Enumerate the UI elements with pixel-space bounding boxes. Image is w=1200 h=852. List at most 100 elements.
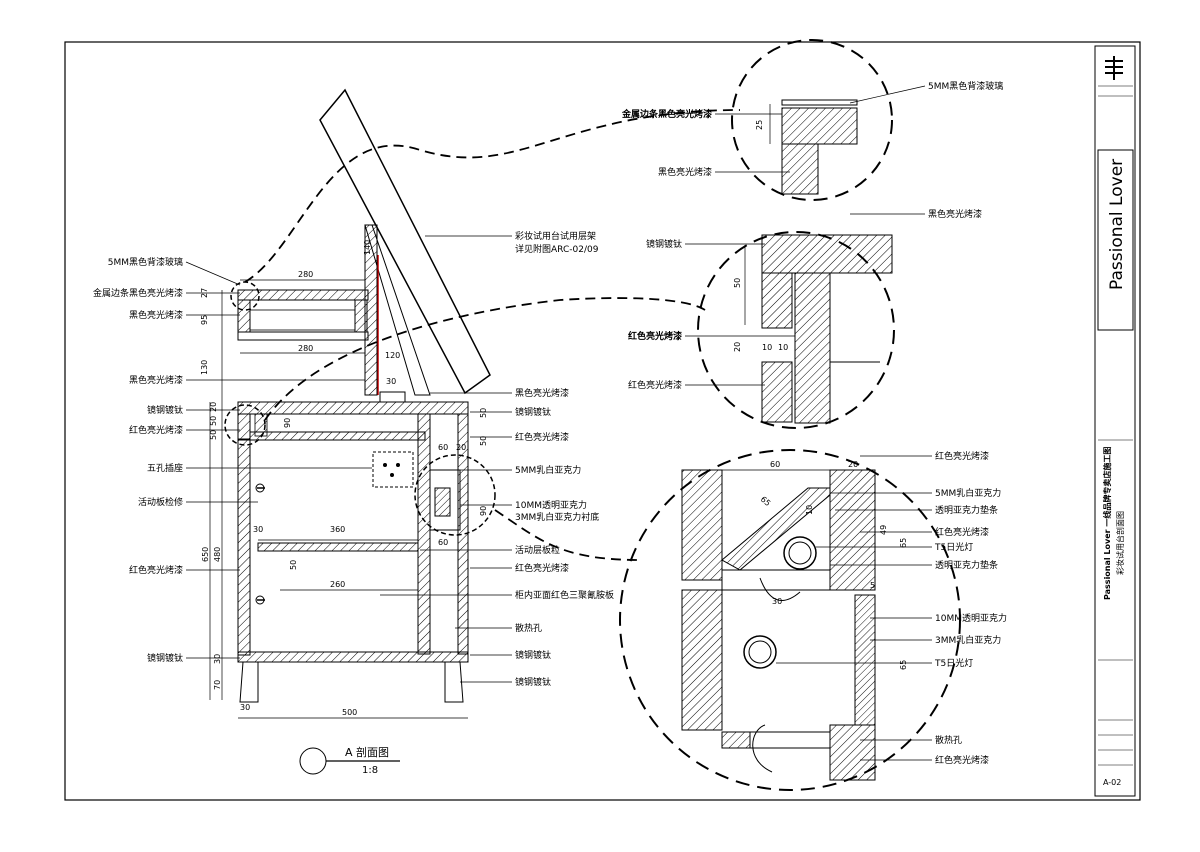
- leader-curve-3: [494, 509, 641, 561]
- section-scale: 1:8: [362, 765, 378, 776]
- dim-50-d: 50: [209, 416, 218, 426]
- section-title: A 剖面图: [345, 745, 389, 759]
- dim-30-d: 30: [240, 703, 250, 712]
- d3-dim-5: 5: [870, 581, 875, 590]
- dim-20: 20: [456, 443, 466, 452]
- dim-480: 480: [213, 547, 222, 562]
- d3-label-6: 10MM透明亚克力: [935, 612, 1007, 624]
- d2-dim-20: 20: [733, 342, 742, 352]
- d2-label-3: 红色亮光烤漆: [628, 379, 682, 391]
- dim-30-c: 30: [213, 654, 222, 664]
- callout-mid-9: 红色亮光烤漆: [515, 562, 569, 574]
- d3-label-1: 5MM乳白亚克力: [935, 487, 1001, 499]
- d2-label-2: 红色亮光烤漆: [628, 330, 682, 342]
- upper-shelf-left: [237, 299, 251, 333]
- drawer-left: [237, 413, 251, 440]
- dim-280-top: 280: [298, 270, 313, 279]
- cabinet-bottom: [237, 651, 469, 663]
- callout-mid-11: 散热孔: [515, 622, 542, 634]
- dim-90-a: 90: [283, 418, 292, 428]
- dim-140: 140: [363, 240, 372, 255]
- d3-dim-10: 10: [805, 505, 814, 515]
- section-mark: [299, 747, 327, 775]
- title-block: Passional Lover Passional Lover 一线品牌专卖店施…: [1094, 45, 1136, 797]
- shelf-base: [379, 391, 406, 403]
- d2-dim-50: 50: [733, 278, 742, 288]
- callout-mid-12: 镜钢镀钛: [515, 649, 551, 661]
- d3-dim-65a: 65: [759, 495, 773, 508]
- callout-mid-8: 活动层板粒: [515, 544, 560, 556]
- light-box: [429, 469, 461, 531]
- callout-mid-2: 黑色亮光烤漆: [515, 387, 569, 399]
- dim-20-b: 20: [209, 402, 218, 412]
- tilted-shelf: [319, 88, 491, 395]
- d1-label-1: 金属边条黑色亮光烤漆: [621, 108, 712, 120]
- dim-130: 130: [200, 360, 209, 375]
- d2-dim-10b: 10: [778, 343, 788, 352]
- dim-90-b: 90: [479, 506, 488, 516]
- dim-650: 650: [201, 547, 210, 562]
- callout-mid-5: 5MM乳白亚克力: [515, 464, 581, 476]
- d3-dim-30: 30: [772, 597, 782, 606]
- callout-left-5: 红色亮光烤漆: [129, 424, 183, 436]
- dim-120: 120: [385, 351, 400, 360]
- callout-left-1: 金属边条黑色亮光烤漆: [93, 287, 183, 299]
- d3-dim-20: 20: [848, 460, 858, 469]
- leader-curve-2: [264, 297, 706, 421]
- dim-500: 500: [342, 708, 357, 717]
- dim-30: 30: [386, 377, 396, 386]
- brand-name: Passional Lover: [1107, 159, 1127, 290]
- dim-70: 70: [213, 680, 222, 690]
- cabinet-left-side: [237, 439, 251, 656]
- project-name: Passional Lover 一线品牌专卖店施工图: [1102, 447, 1112, 600]
- callout-mid-10: 柜内亚面红色三聚氰胺板: [515, 589, 614, 601]
- inner-shelf: [257, 542, 419, 552]
- upper-shelf-bottom: [237, 331, 369, 341]
- upper-shelf-top: [237, 289, 369, 301]
- drawer-bottom: [249, 431, 426, 441]
- d2-dim-10a: 10: [762, 343, 772, 352]
- d3-label-2: 透明亚克力垫条: [935, 504, 998, 516]
- d3-label-4: T5日光灯: [934, 541, 973, 553]
- d3-label-0: 红色亮光烤漆: [935, 450, 989, 462]
- dim-280: 280: [298, 344, 313, 353]
- d3-label-5: 透明亚克力垫条: [935, 559, 998, 571]
- callout-left-6: 五孔插座: [147, 462, 183, 474]
- logo-icon: [1105, 56, 1123, 80]
- sheet-number: A-02: [1103, 778, 1121, 787]
- foot-right: [444, 661, 464, 703]
- callout-mid-1: 详见附图ARC-02/09: [515, 243, 599, 255]
- leader-curve-1: [244, 109, 741, 283]
- callout-left-9: 镜钢镀钛: [147, 652, 183, 664]
- callout-left-3: 黑色亮光烤漆: [129, 374, 183, 386]
- detail-2: 50 20 10 10 黑色亮光烤漆 镜钢镀钛 红色亮光烤漆 红色亮光烤漆: [628, 208, 982, 429]
- light-tube: [434, 487, 451, 517]
- callout-left-7: 活动板检修: [138, 496, 183, 508]
- upper-shelf-right: [354, 299, 368, 333]
- dim-30-b: 30: [253, 525, 263, 534]
- socket: [372, 451, 414, 488]
- detail-ref-2: [224, 404, 266, 446]
- dim-95: 95: [200, 315, 209, 325]
- dim-50-b: 50: [479, 436, 488, 446]
- cabinet-right-side: [417, 413, 431, 655]
- dim-360: 360: [330, 525, 345, 534]
- d1-label-0: 5MM黑色背漆玻璃: [928, 80, 1003, 92]
- callout-left-4: 镜钢镀钛: [147, 404, 183, 416]
- d3-label-8: T5日光灯: [934, 657, 973, 669]
- d3-label-9: 散热孔: [935, 734, 962, 746]
- dim-60: 60: [438, 443, 448, 452]
- callout-left-0: 5MM黑色背漆玻璃: [108, 256, 183, 268]
- upper-shelf-inner: [249, 309, 356, 331]
- sheet-name: 彩妆试用台剖面图: [1115, 511, 1125, 575]
- d3-dim-49: 49: [879, 525, 888, 535]
- sheet-border: [64, 41, 1141, 801]
- dim-260: 260: [330, 580, 345, 589]
- dim-50-e: 50: [209, 430, 218, 440]
- d3-dim-60: 60: [770, 460, 780, 469]
- callout-mid-4: 红色亮光烤漆: [515, 431, 569, 443]
- callout-mid-13: 镜钢镀钛: [515, 676, 551, 688]
- detail-ref-3: [414, 454, 496, 536]
